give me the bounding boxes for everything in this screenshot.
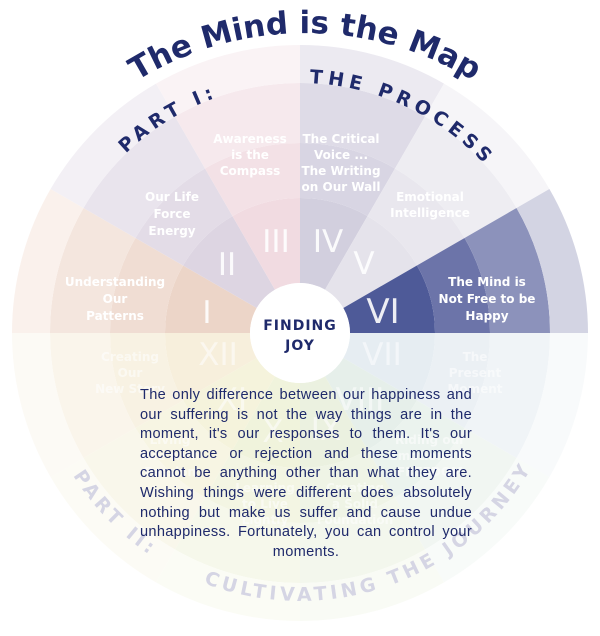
- segment-6-ring-4: [516, 189, 588, 333]
- segment-1-numeral: I: [202, 295, 211, 331]
- segment-3-numeral: III: [262, 224, 289, 260]
- center-line-1: FINDING: [263, 318, 337, 334]
- segment-8-numeral: VIII: [336, 382, 385, 418]
- segment-12-numeral: XII: [198, 337, 238, 373]
- segment-9-ring-1: [300, 376, 368, 468]
- segment-7-numeral: VII: [362, 337, 402, 373]
- segment-12-ring-4: [12, 333, 84, 477]
- segment-2-ring-3: [83, 116, 205, 238]
- segment-11-ring-1: [183, 358, 275, 450]
- segment-9-ring-3: [300, 497, 425, 583]
- segment-2-ring-2: [135, 168, 233, 266]
- segment-5-ring-4: [425, 83, 550, 208]
- segment-2-numeral: II: [218, 247, 236, 283]
- segment-5-ring-1: [325, 216, 417, 308]
- segment-11-ring-2: [135, 400, 233, 498]
- segment-3-ring-3: [175, 83, 300, 169]
- segment-5-numeral: V: [353, 246, 374, 282]
- segment-12-ring-2: [110, 333, 184, 428]
- segment-4-ring-2: [300, 143, 395, 217]
- segment-4-numeral: IV: [313, 224, 343, 260]
- segment-11-numeral: XI: [217, 382, 247, 418]
- segment-9-ring-2: [300, 449, 395, 523]
- segment-4-ring-1: [300, 198, 368, 290]
- segment-7-ring-2: [416, 333, 490, 428]
- segment-1-ring-3: [50, 208, 136, 333]
- segment-3-ring-1: [232, 198, 300, 290]
- segment-4-ring-3: [300, 83, 425, 169]
- segment-10-numeral: X: [262, 414, 283, 450]
- segment-8-ring-1: [325, 358, 417, 450]
- quote-text: The only difference between our happines…: [140, 387, 472, 560]
- segment-4-ring-4: [300, 45, 444, 117]
- segment-12-ring-3: [50, 333, 136, 458]
- segment-6-ring-1: [343, 265, 435, 333]
- segment-10-ring-3: [175, 497, 300, 583]
- segment-6-ring-2: [416, 238, 490, 333]
- segment-7-ring-1: [343, 333, 435, 401]
- segment-9-numeral: IX: [311, 412, 341, 448]
- segment-10-ring-4: [156, 549, 300, 621]
- segment-6-ring-3: [464, 208, 550, 333]
- segment-2-ring-1: [183, 216, 275, 308]
- wheel-segments: [12, 45, 588, 621]
- segment-9-ring-4: [300, 549, 444, 621]
- segment-5-ring-2: [367, 168, 465, 266]
- segment-3-ring-4: [156, 45, 300, 117]
- segment-1-ring-4: [12, 189, 84, 333]
- segment-1-ring-2: [110, 238, 184, 333]
- segment-2-ring-4: [50, 83, 175, 208]
- segment-7-ring-3: [464, 333, 550, 458]
- segment-10-ring-2: [205, 449, 300, 523]
- segment-8-ring-3: [395, 428, 517, 550]
- center-circle: [250, 283, 350, 383]
- segment-1-ring-1: [165, 265, 257, 333]
- segment-6-numeral: VI: [366, 292, 399, 332]
- segment-8-ring-4: [425, 458, 550, 583]
- segment-5-ring-3: [395, 116, 517, 238]
- segment-7-ring-4: [516, 333, 588, 477]
- segment-8-ring-2: [367, 400, 465, 498]
- center-line-2: JOY: [284, 338, 315, 354]
- segment-11-ring-3: [83, 428, 205, 550]
- segment-12-ring-1: [165, 333, 257, 401]
- segment-10-ring-1: [232, 376, 300, 468]
- segment-3-ring-2: [205, 143, 300, 217]
- segment-11-ring-4: [50, 458, 175, 583]
